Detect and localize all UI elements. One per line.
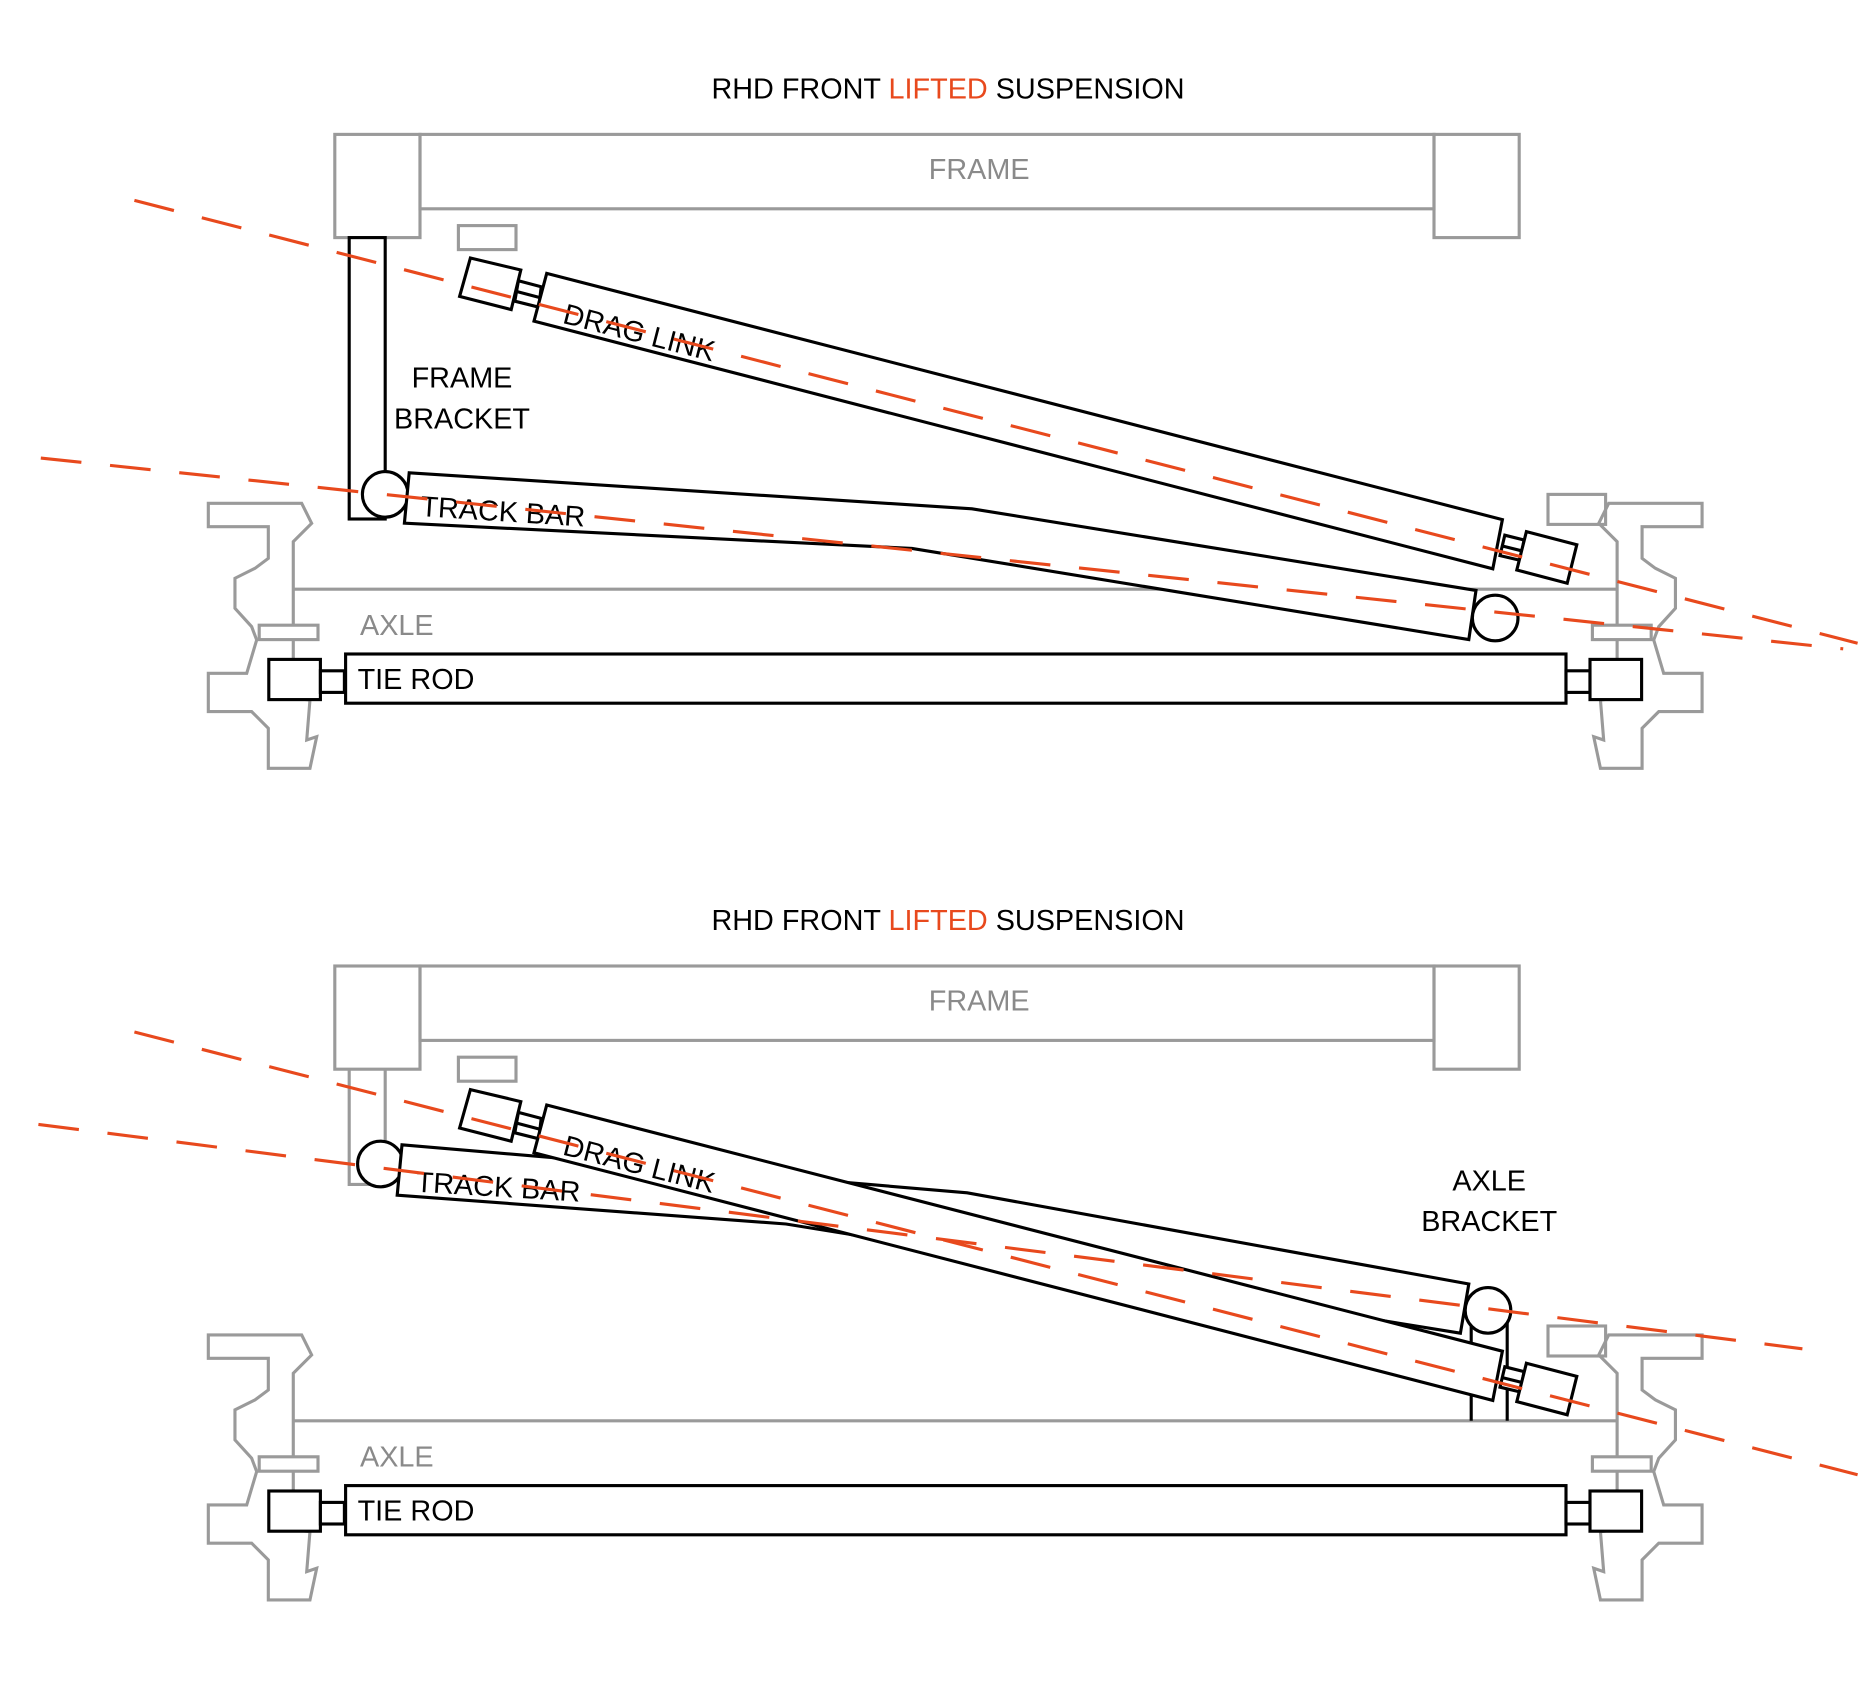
axle-bracket-label-2: BRACKET — [1421, 1206, 1557, 1238]
frame-bracket-label-1: FRAME — [412, 363, 513, 395]
track-bar-angle-line — [38, 1122, 1803, 1351]
axle-label: AXLE — [360, 610, 434, 642]
track-bar-frame-joint — [360, 470, 410, 519]
drag-link-angle-line — [134, 1030, 1858, 1477]
frame-bracket — [347, 236, 387, 521]
track-bar — [402, 471, 1478, 642]
frame-label: FRAME — [929, 154, 1030, 186]
panel-1: RHD FRONT LIFTED SUSPENSION FRAME FRAME … — [40, 73, 1858, 768]
tie-rod-label: TIE ROD — [358, 1495, 475, 1527]
axle-label: AXLE — [360, 1441, 434, 1473]
panel-title: RHD FRONT LIFTED SUSPENSION — [711, 73, 1184, 105]
drag-link — [458, 1088, 1579, 1417]
track-bar-frame-joint — [356, 1139, 405, 1189]
frame-label: FRAME — [929, 985, 1030, 1017]
track-bar-axle-joint — [1470, 593, 1520, 643]
axle-bracket-label-1: AXLE — [1452, 1165, 1526, 1197]
frame-bracket-label-2: BRACKET — [394, 403, 530, 435]
drag-link-angle-line — [134, 198, 1858, 645]
tie-rod-label: TIE ROD — [358, 664, 475, 696]
panel-2: RHD FRONT LIFTED SUSPENSION FRAME AXLE B… — [38, 905, 1858, 1600]
frame-bracket-ghost — [347, 1069, 375, 1186]
track-bar-angle-line — [40, 456, 1844, 651]
panel-title: RHD FRONT LIFTED SUSPENSION — [711, 905, 1184, 937]
